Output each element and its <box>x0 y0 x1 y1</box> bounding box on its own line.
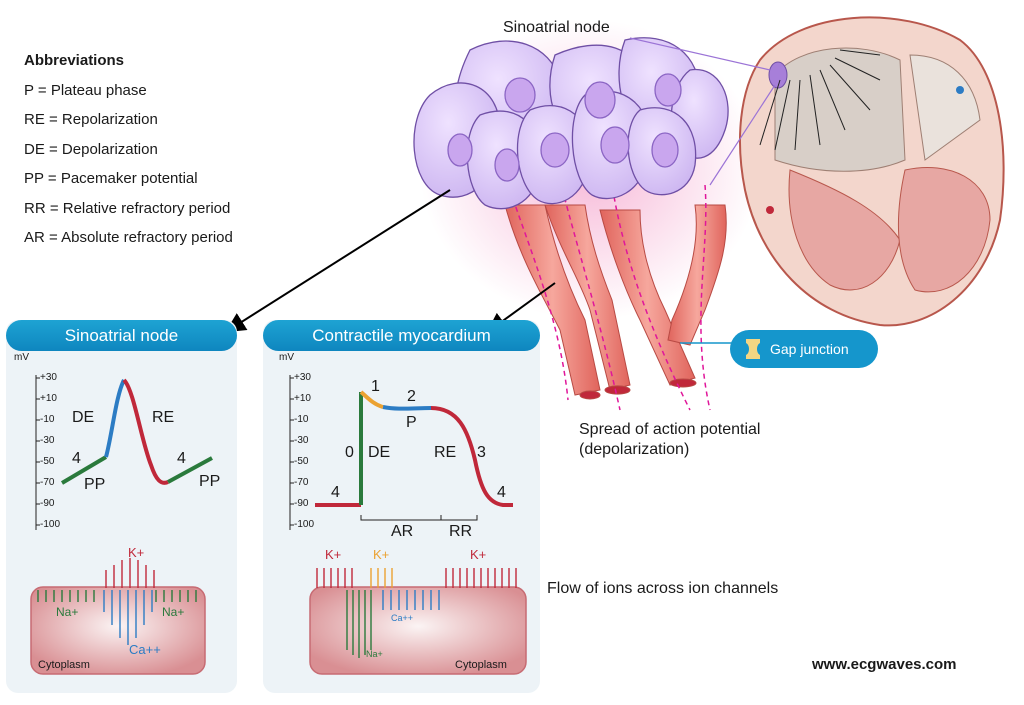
sa-k-label: K+ <box>128 545 145 560</box>
sa-tick-label: -90 <box>40 498 55 509</box>
myo-ar-label: AR <box>391 523 414 540</box>
sa-phase4-left: 4 <box>72 450 81 467</box>
myo-repolarization <box>430 406 513 507</box>
myo-phase2-label: 2 <box>407 388 416 405</box>
heart-illustration <box>739 16 1005 327</box>
myo-plateau <box>382 405 432 411</box>
impulse-arrows <box>759 49 881 151</box>
myo-k-orange-arrows <box>370 568 393 588</box>
conduction-paths <box>509 169 711 411</box>
myo-phase4-left-label: 4 <box>331 484 340 501</box>
sa-node-chart <box>30 375 213 675</box>
myo-tick-label: -70 <box>294 477 309 488</box>
sa-node-cells <box>413 37 729 210</box>
abbr-item: P = Plateau phase <box>24 81 147 99</box>
myocardium-panel-title: Contractile myocardium <box>263 320 540 351</box>
gap-junction-label: Gap junction <box>770 341 849 357</box>
sa-pacemaker-left <box>60 455 108 485</box>
myo-phase1-label: 1 <box>371 378 380 395</box>
myo-de-label: DE <box>368 444 391 461</box>
sa-cytoplasm-label: Cytoplasm <box>38 659 90 671</box>
myo-tick-label: -50 <box>294 456 309 467</box>
myo-ca-label: Ca++ <box>391 613 414 623</box>
sa-na-arrows <box>37 590 197 602</box>
myo-tick-label: -100 <box>294 519 315 530</box>
myo-na-arrows <box>346 590 372 658</box>
myo-cytoplasm-label: Cytoplasm <box>455 659 507 671</box>
sa-depolarization <box>104 379 126 458</box>
sa-tick-label: +10 <box>40 393 57 404</box>
abbr-item: RR = Relative refractory period <box>24 199 231 217</box>
sa-de-label: DE <box>72 409 95 426</box>
myo-k-mid-label: K+ <box>373 547 390 562</box>
myo-ca-arrows <box>382 590 440 610</box>
sa-pp-left: PP <box>84 476 106 493</box>
abbr-item: RE = Repolarization <box>24 111 158 128</box>
myo-plateau-label: P <box>406 414 417 431</box>
myocardium-chart <box>289 375 527 675</box>
sa-ca-label: Ca++ <box>129 642 161 657</box>
myo-k-left-label: K+ <box>325 547 342 562</box>
ion-flow-label: Flow of ions across ion channels <box>547 580 779 597</box>
sa-pp-right: PP <box>199 473 221 490</box>
sa-tick-label: -100 <box>40 519 61 530</box>
myo-tick-label: -30 <box>294 435 309 446</box>
myo-k-right-label: K+ <box>470 547 487 562</box>
abbr-item: PP = Pacemaker potential <box>24 170 198 187</box>
abbr-item: AR = Absolute refractory period <box>24 229 233 246</box>
myo-phase1 <box>359 390 384 409</box>
sa-node-label: Sinoatrial node <box>503 19 610 36</box>
myo-tick-label: -10 <box>294 414 309 425</box>
sa-tick-label: -50 <box>40 456 55 467</box>
myo-tick-label: +30 <box>294 372 311 383</box>
abbreviations-heading: Abbreviations <box>24 52 125 69</box>
myo-tick-label: +10 <box>294 393 311 404</box>
gap-junction-badge: Gap junction <box>730 330 878 368</box>
myo-phase4-right-label: 4 <box>497 484 506 501</box>
myo-na-label: Na+ <box>366 649 383 659</box>
website-label: www.ecgwaves.com <box>812 656 957 673</box>
sa-node-panel-title: Sinoatrial node <box>6 320 237 351</box>
sa-pacemaker-right <box>167 456 213 484</box>
spread-label-line2: (depolarization) <box>579 441 690 458</box>
sa-tick-label: -30 <box>40 435 55 446</box>
myo-re-label: RE <box>434 444 457 461</box>
sa-unit-label: mV <box>14 352 29 363</box>
abbreviations-list: Abbreviations P = Plateau phase RE = Rep… <box>24 46 233 253</box>
myo-rr-label: RR <box>449 523 473 540</box>
sa-cytoplasm-cell <box>30 586 206 675</box>
sa-tick-label: -70 <box>40 477 55 488</box>
abbr-item: DE = Depolarization <box>24 140 158 158</box>
myocyte-fibers <box>504 204 727 400</box>
sa-ca-arrows <box>103 590 153 645</box>
myo-phase0-label: 0 <box>345 444 354 461</box>
sa-repolarization <box>122 378 169 485</box>
myo-tick-label: -90 <box>294 498 309 509</box>
sa-k-arrows <box>105 558 155 588</box>
sa-re-label: RE <box>152 409 175 426</box>
myo-phase3-label: 3 <box>477 444 486 461</box>
gap-junction-icon <box>746 339 760 359</box>
sa-na-left-label: Na+ <box>56 605 79 619</box>
spread-label-line1: Spread of action potential <box>579 421 761 438</box>
myo-cytoplasm-cell <box>309 586 527 675</box>
sa-na-right-label: Na+ <box>162 605 185 619</box>
sa-phase4-right: 4 <box>177 450 186 467</box>
sa-tick-label: +30 <box>40 372 57 383</box>
sa-tick-label: -10 <box>40 414 55 425</box>
myo-unit-label: mV <box>279 352 294 363</box>
myo-k-arrows <box>316 568 517 588</box>
